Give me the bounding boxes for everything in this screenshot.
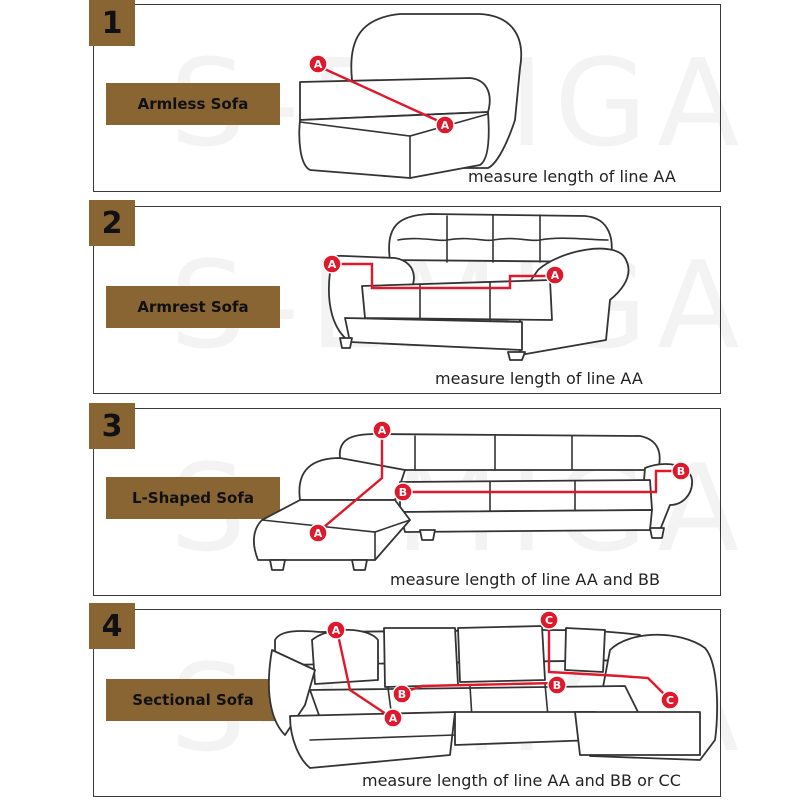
marker-c: C [660, 690, 680, 710]
marker-a: A [372, 420, 392, 440]
svg-text:A: A [389, 712, 398, 725]
svg-text:A: A [328, 258, 337, 271]
marker-b: B [547, 675, 567, 695]
svg-text:B: B [399, 486, 407, 499]
caption-armless-sofa: measure length of line AA [468, 167, 676, 186]
caption-l-shaped-sofa: measure length of line AA and BB [390, 570, 660, 589]
marker-a: A [326, 620, 346, 640]
measure-line-aa-armrest [334, 262, 552, 290]
caption-armrest-sofa: measure length of line AA [435, 369, 643, 388]
measure-line-aa-l-shaped [317, 432, 384, 533]
marker-a: A [383, 708, 403, 728]
armless-sofa-illustration [298, 13, 523, 179]
measure-line-aa-armless [317, 64, 446, 126]
label-armrest-sofa: Armrest Sofa [106, 286, 280, 328]
measure-line-aa-sectional [335, 629, 393, 719]
step-number-3: 3 [89, 403, 135, 449]
svg-text:A: A [551, 269, 560, 282]
svg-text:A: A [332, 624, 341, 637]
marker-b: B [671, 461, 691, 481]
step-number-2: 2 [89, 200, 135, 246]
measure-line-bb-l-shaped [403, 469, 680, 494]
svg-text:B: B [398, 688, 406, 701]
l-shaped-sofa-illustration [253, 433, 693, 571]
marker-a: A [308, 54, 328, 74]
svg-text:B: B [553, 679, 561, 692]
caption-sectional-sofa: measure length of line AA and BB or CC [362, 771, 681, 790]
svg-text:C: C [545, 614, 553, 627]
marker-c: C [539, 610, 559, 630]
marker-a: A [308, 523, 328, 543]
marker-a: A [545, 265, 565, 285]
svg-text:B: B [677, 465, 685, 478]
step-number-4: 4 [89, 603, 135, 649]
svg-text:A: A [441, 119, 450, 132]
label-l-shaped-sofa: L-Shaped Sofa [106, 477, 280, 519]
label-sectional-sofa: Sectional Sofa [106, 679, 280, 721]
marker-b: B [393, 482, 413, 502]
marker-a: A [435, 115, 455, 135]
svg-text:A: A [314, 58, 323, 71]
svg-text:A: A [378, 424, 387, 437]
marker-a: A [322, 254, 342, 274]
measure-line-cc-sectional [547, 622, 671, 701]
armrest-sofa-illustration [322, 213, 630, 361]
marker-b: B [392, 684, 412, 704]
step-number-1: 1 [89, 0, 135, 46]
svg-text:A: A [314, 527, 323, 540]
label-armless-sofa: Armless Sofa [106, 83, 280, 125]
svg-text:C: C [666, 694, 674, 707]
sectional-sofa-illustration [267, 625, 718, 769]
